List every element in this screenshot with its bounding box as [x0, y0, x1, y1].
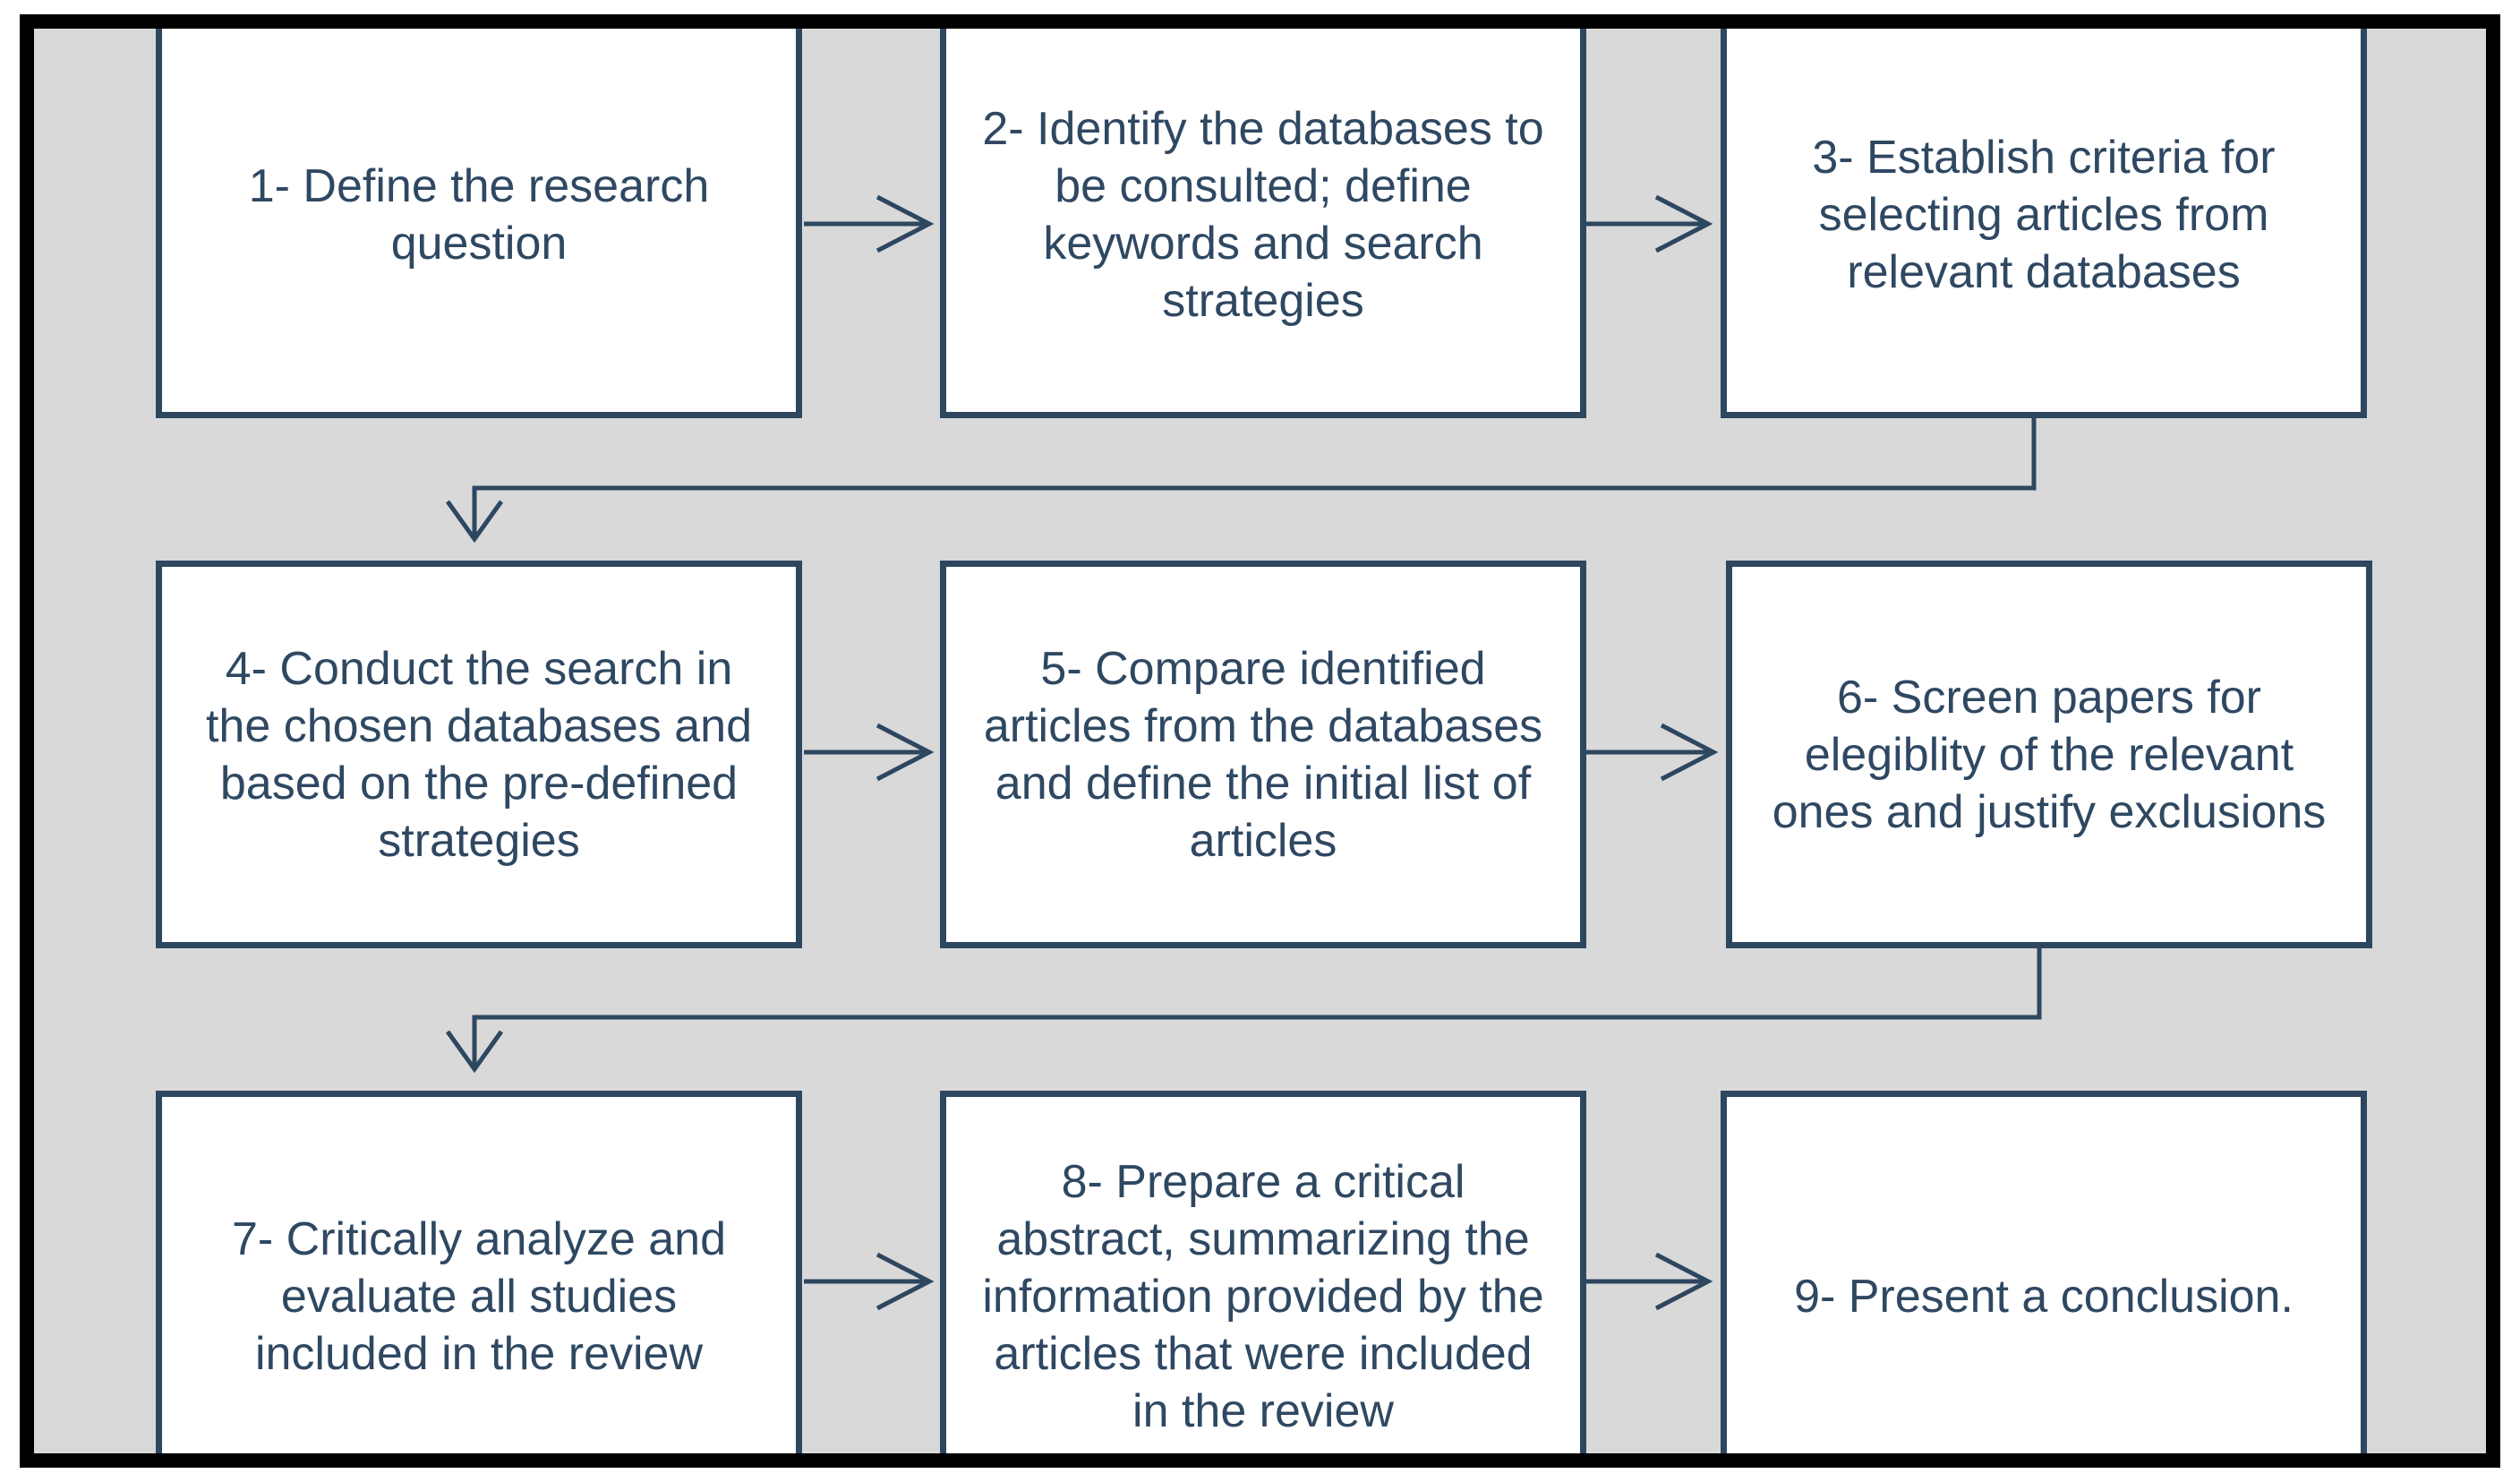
step-8-box: 8- Prepare a critical abstract, summariz… — [940, 1091, 1586, 1453]
step-1-box: 1- Define the research question — [156, 29, 802, 418]
arrow-6-to-7-head — [445, 1030, 504, 1074]
arrow-8-to-9-head — [1654, 1252, 1713, 1311]
arrow-2-to-3-head — [1654, 194, 1713, 253]
step-6-box: 6- Screen papers for elegiblity of the r… — [1726, 561, 2372, 948]
step-1-label: 1- Define the research question — [248, 159, 710, 270]
step-3-box: 3- Establish criteria for selecting arti… — [1721, 29, 2367, 418]
step-3-label: 3- Establish criteria for selecting arti… — [1812, 131, 2276, 298]
step-5-label: 5- Compare identified articles from the … — [983, 642, 1543, 867]
arrow-4-to-5-head — [876, 723, 935, 782]
arrow-5-to-6-head — [1660, 723, 1719, 782]
step-4-box: 4- Conduct the search in the chosen data… — [156, 561, 802, 948]
arrow-1-to-2-head — [876, 194, 935, 253]
step-2-box: 2- Identify the databases to be consulte… — [940, 29, 1586, 418]
step-7-box: 7- Critically analyze and evaluate all s… — [156, 1091, 802, 1453]
arrow-7-to-8-head — [876, 1252, 935, 1311]
connectors — [445, 194, 2042, 1311]
step-9-label: 9- Present a conclusion. — [1794, 1271, 2294, 1323]
arrow-6-to-7 — [472, 947, 2042, 1069]
step-5-box: 5- Compare identified articles from the … — [940, 561, 1586, 948]
step-8-label: 8- Prepare a critical abstract, summariz… — [982, 1156, 1544, 1437]
step-9-box: 9- Present a conclusion. — [1721, 1091, 2367, 1453]
step-2-label: 2- Identify the databases to be consulte… — [982, 102, 1544, 327]
step-6-label: 6- Screen papers for elegiblity of the r… — [1772, 671, 2327, 838]
diagram-frame: 1- Define the research question 2- Ident… — [20, 14, 2500, 1468]
step-4-label: 4- Conduct the search in the chosen data… — [205, 642, 753, 867]
step-7-label: 7- Critically analyze and evaluate all s… — [231, 1213, 727, 1380]
arrow-3-to-4 — [472, 416, 2037, 539]
arrow-3-to-4-head — [445, 500, 504, 544]
